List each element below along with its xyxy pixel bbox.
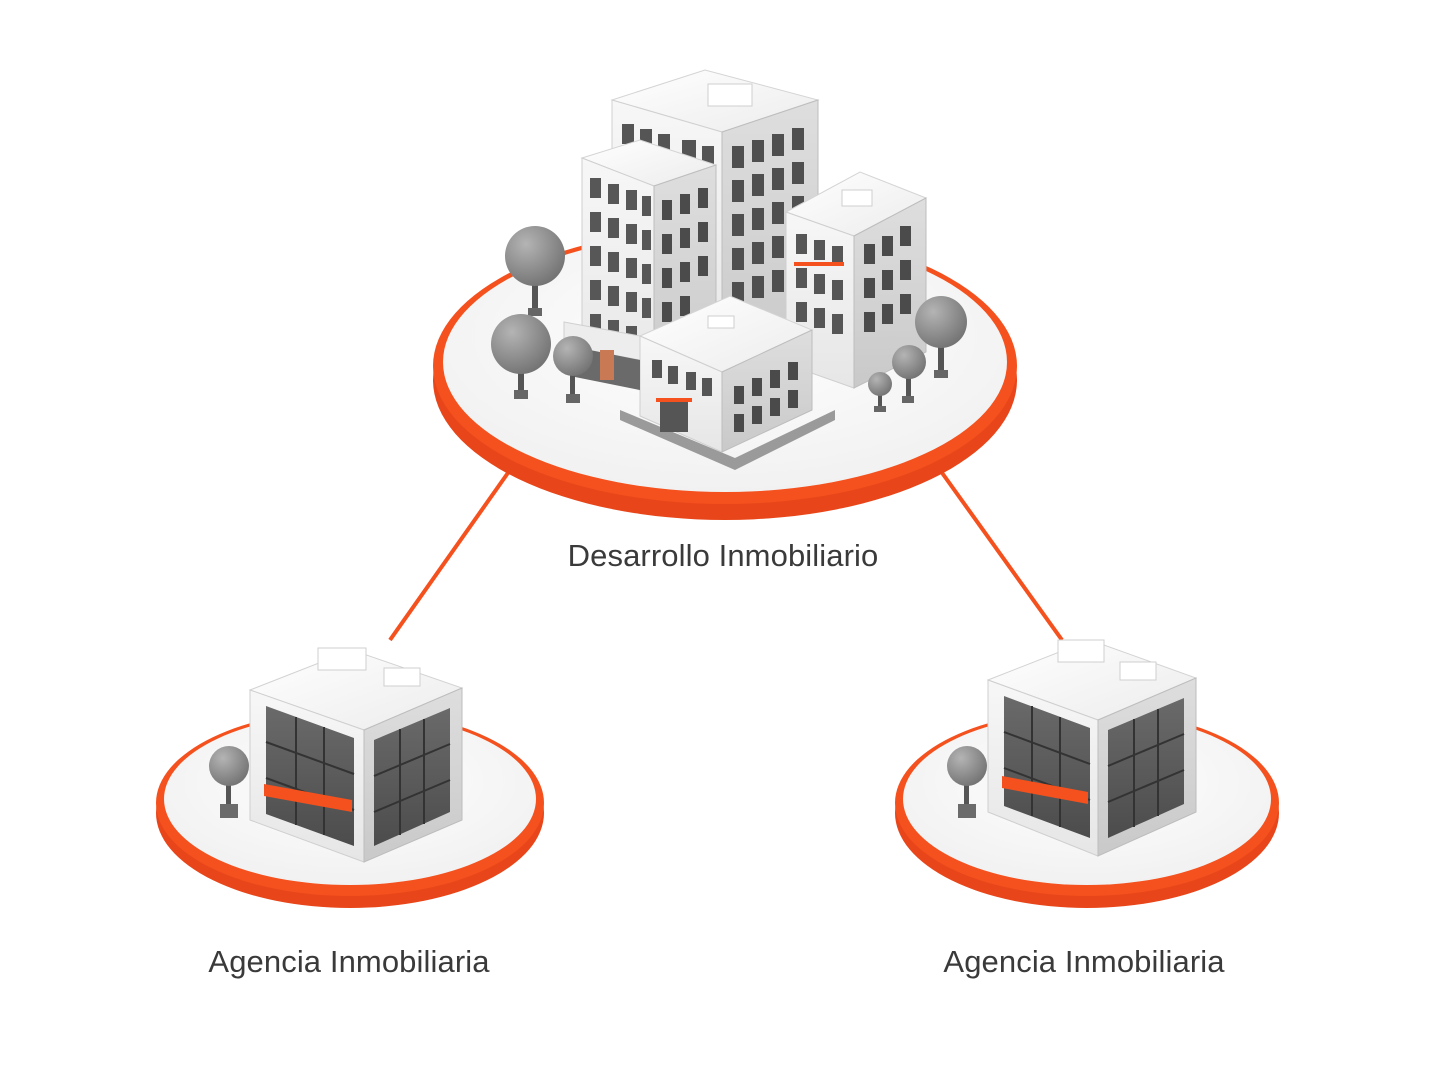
building-front: [620, 295, 835, 470]
agency-left: [156, 647, 544, 908]
agency-right-label: Agencia Inmobiliaria: [943, 944, 1225, 979]
tower-right: [784, 171, 928, 389]
hub-label: Desarrollo Inmobiliario: [567, 538, 879, 573]
tree-icon: [491, 314, 551, 399]
tree-icon: [868, 372, 892, 412]
office-complex-icon: [491, 69, 967, 470]
connector-lines: [388, 468, 1064, 642]
trees: [491, 226, 967, 412]
agency-building-icon: [248, 647, 464, 863]
agency-building-icon: [986, 639, 1198, 857]
connector-right: [938, 468, 1064, 642]
tree-icon: [915, 296, 967, 378]
tree-icon: [553, 336, 593, 403]
tree-icon: [505, 226, 565, 316]
tree-icon: [947, 746, 987, 818]
tree-icon: [892, 345, 926, 403]
tree-icon: [209, 746, 249, 818]
connector-left: [388, 468, 512, 642]
agency-right: [895, 639, 1279, 908]
agency-left-label: Agencia Inmobiliaria: [208, 944, 490, 979]
